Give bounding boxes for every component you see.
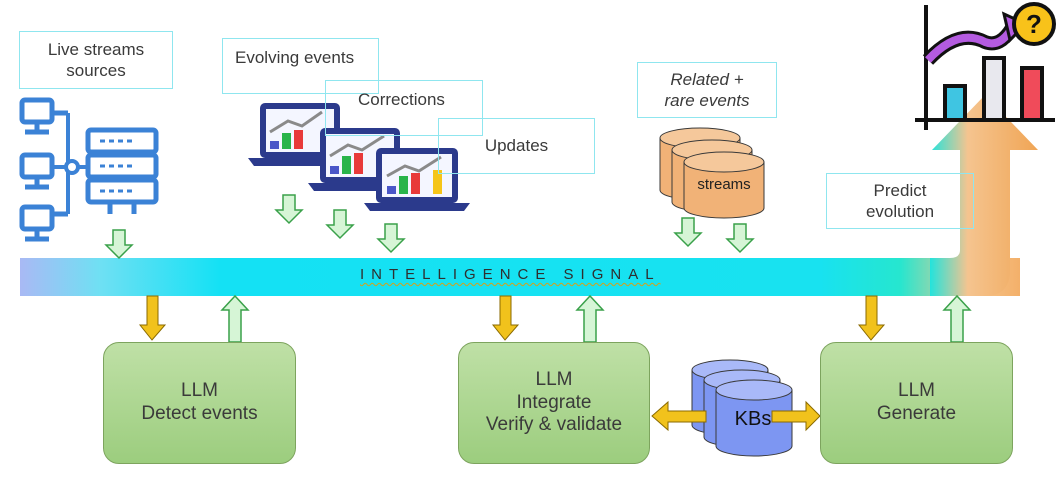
prediction-up-arrow xyxy=(930,95,1038,296)
server-icon xyxy=(85,127,159,214)
intelligence-signal-label: INTELLIGENCE SIGNAL xyxy=(360,266,661,283)
kbs-database-icon xyxy=(691,359,793,457)
llm-integrate-line: Verify & validate xyxy=(485,414,623,436)
streams-database-icon xyxy=(659,127,765,219)
updates-label-box: Updates xyxy=(438,118,595,174)
prediction-chart-icon xyxy=(915,5,1055,130)
llm-detect-box: LLM Detect events xyxy=(103,342,296,464)
llm-generate-title: LLM xyxy=(898,380,935,402)
intelligence-signal-band xyxy=(20,258,1020,296)
svg-text:?: ? xyxy=(1026,9,1042,39)
llm-integrate-line: Integrate xyxy=(516,391,592,413)
corrections-label-box: Corrections xyxy=(325,80,483,136)
llm-detect-line: Detect events xyxy=(141,403,258,424)
llm-integrate-box: LLM Integrate Verify & validate xyxy=(458,342,650,464)
related-rare-label-box: Related + rare events xyxy=(637,62,777,118)
evolving-events-label-box: Evolving events xyxy=(222,38,379,94)
llm-generate-line: Generate xyxy=(876,403,957,424)
live-streams-label-box: Live streams sources xyxy=(19,31,173,89)
gold-down-arrows xyxy=(138,295,886,341)
predict-evolution-label-box: Predict evolution xyxy=(826,173,974,229)
predict-evolution-label: Predict evolution xyxy=(865,180,935,221)
llm-integrate-title: LLM xyxy=(535,368,573,390)
network-connector xyxy=(52,113,88,214)
laptop-chart-icon xyxy=(364,148,470,211)
llm-detect-title: LLM xyxy=(181,380,218,402)
kbs-label: KBs xyxy=(734,408,772,430)
green-up-arrows xyxy=(220,294,972,343)
kb-link-arrows xyxy=(651,400,821,432)
green-down-arrows xyxy=(104,194,755,260)
evolving-events-label: Evolving events xyxy=(235,48,355,67)
corrections-label: Corrections xyxy=(358,90,445,109)
related-rare-label: Related + rare events xyxy=(664,69,750,110)
llm-generate-box: LLM Generate xyxy=(820,342,1013,464)
live-streams-label: Live streams sources xyxy=(47,39,145,80)
question-icon: ? xyxy=(1012,2,1056,46)
computer-icon xyxy=(19,152,55,190)
updates-label: Updates xyxy=(484,136,549,156)
computer-icon xyxy=(19,204,68,242)
computer-icon xyxy=(19,97,68,135)
streams-label: streams xyxy=(697,176,751,193)
